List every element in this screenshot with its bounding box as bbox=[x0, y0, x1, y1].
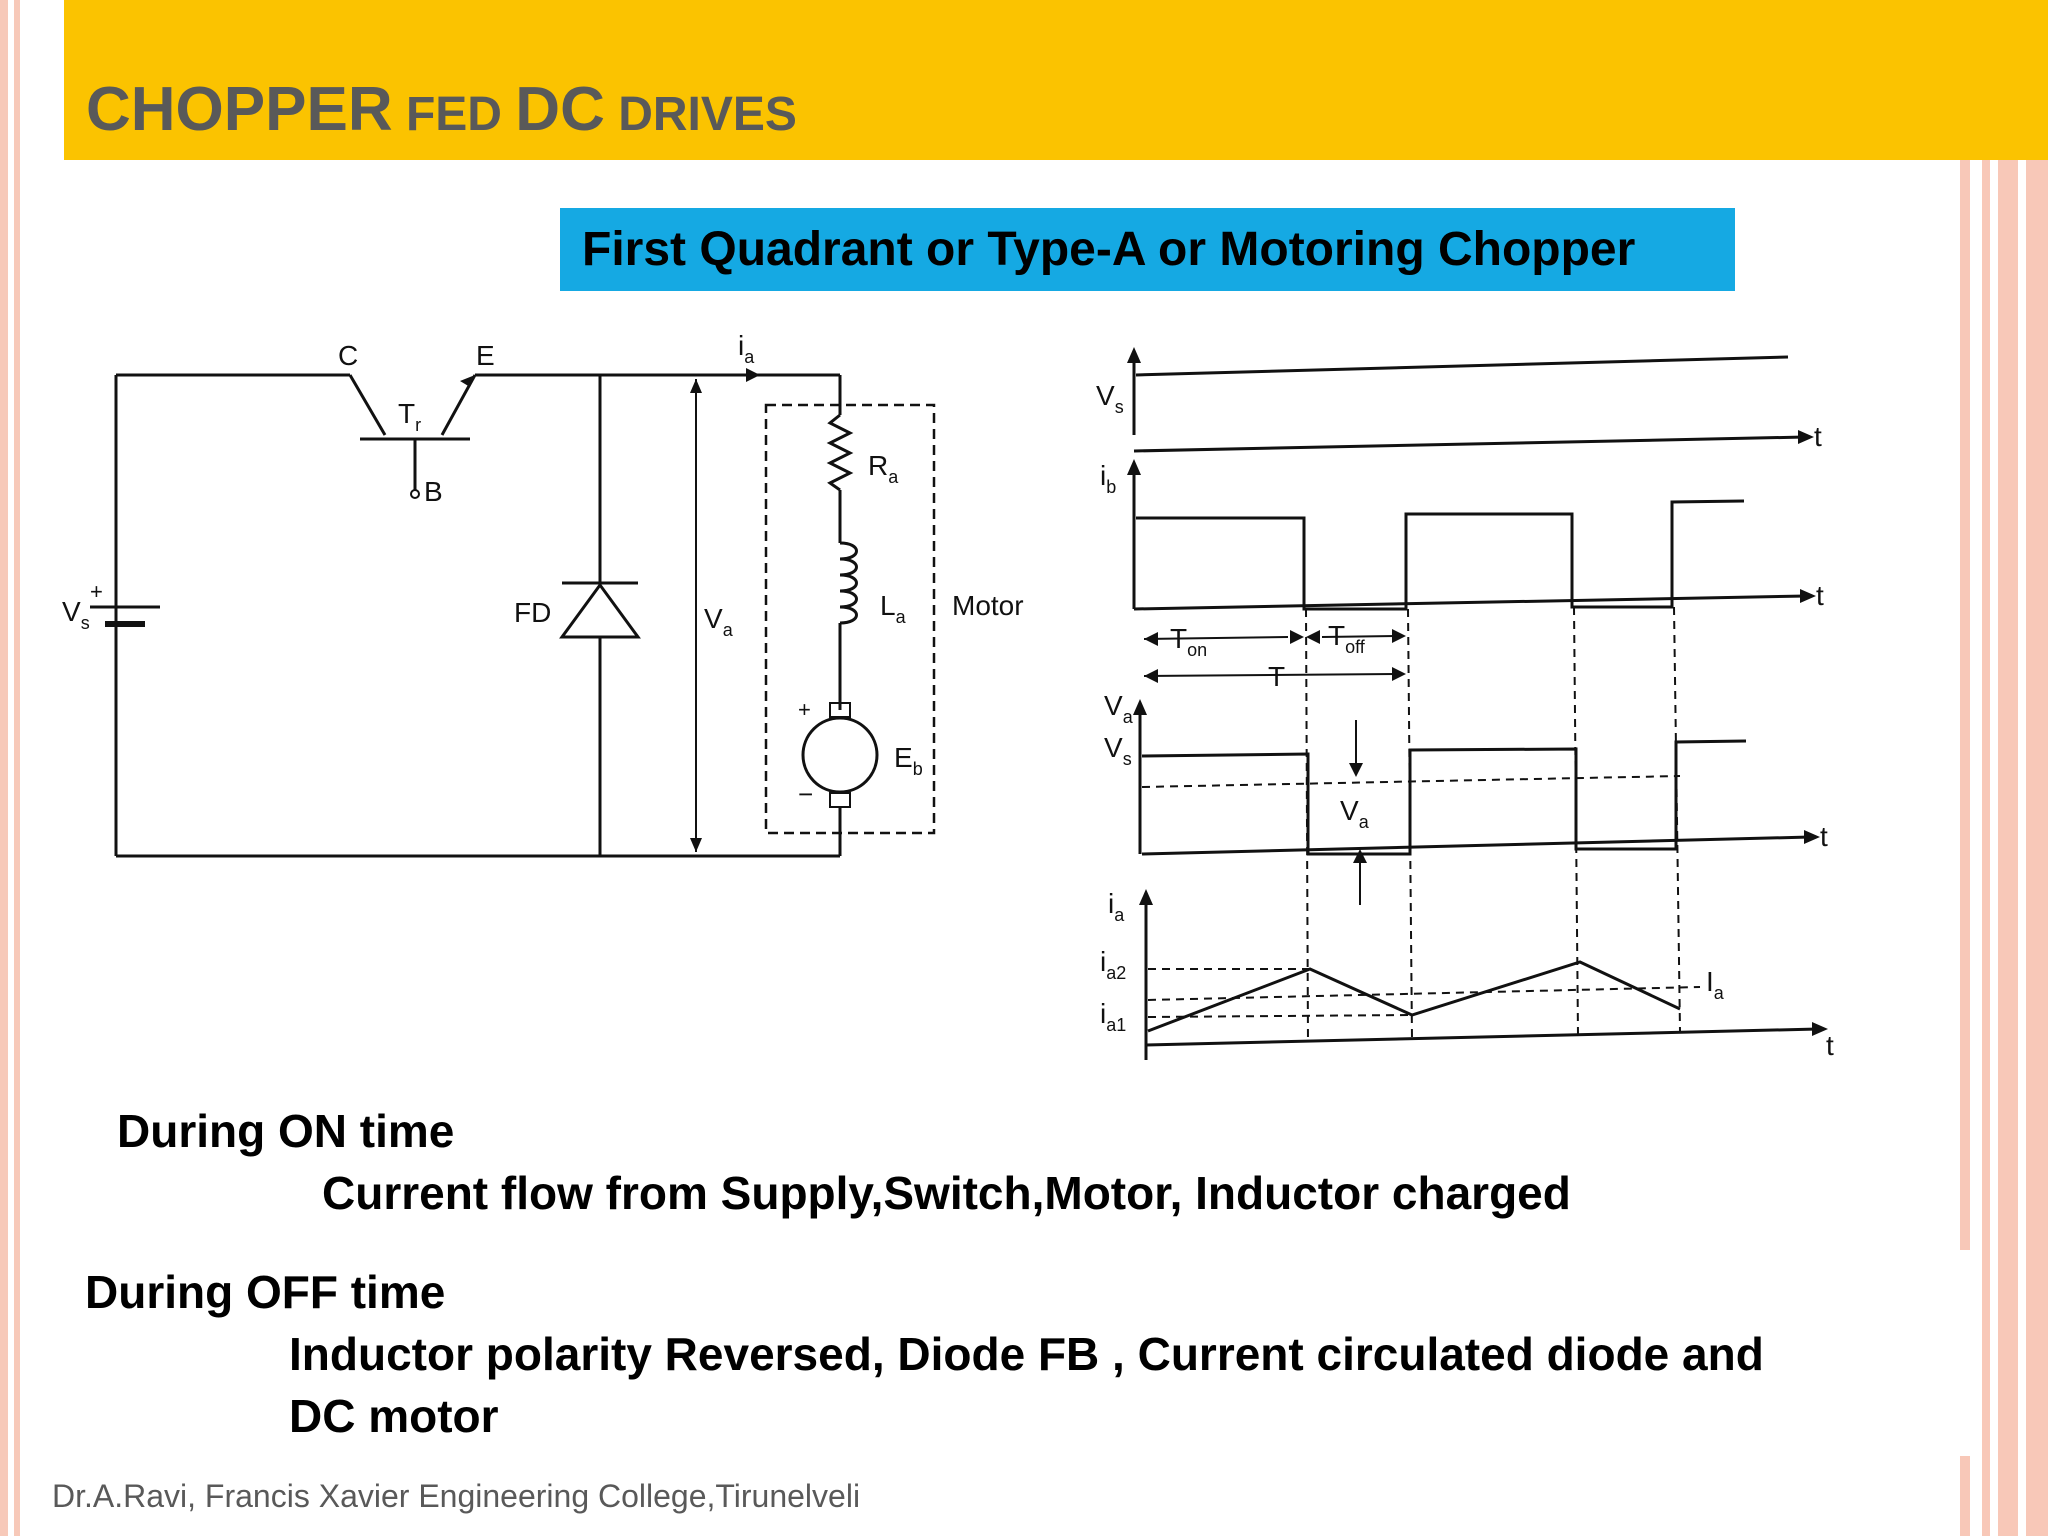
title-bar bbox=[64, 0, 2048, 160]
motor-dashed-box bbox=[764, 403, 936, 835]
guide-period2-end bbox=[1673, 606, 1681, 1032]
va-arrowhead-top bbox=[690, 379, 702, 393]
diode-triangle bbox=[559, 582, 641, 639]
label-transistor: Tr bbox=[398, 398, 421, 435]
va-average-line bbox=[1141, 775, 1681, 788]
guide-period-end bbox=[1407, 608, 1413, 1040]
label-ton: Ton bbox=[1170, 623, 1207, 660]
left-stripe-inner bbox=[14, 0, 20, 1536]
resistor-ra bbox=[826, 413, 854, 492]
circuit-labels: C E Tr B FD Vs + ia Va Ra La Motor Eb + … bbox=[62, 330, 1024, 809]
va-arrowhead-bottom bbox=[690, 838, 702, 852]
label-diode: FD bbox=[514, 597, 551, 628]
label-toff: Toff bbox=[1328, 620, 1366, 657]
circuit-diagram bbox=[90, 373, 936, 858]
label-base: B bbox=[424, 476, 443, 507]
ia1-level bbox=[1147, 1014, 1413, 1018]
label-time-1: t bbox=[1814, 421, 1822, 452]
label-emitter: E bbox=[476, 340, 495, 371]
emitter-arrowhead bbox=[460, 375, 475, 387]
guide-ton-end bbox=[1305, 608, 1309, 1044]
waveform-diagram bbox=[1132, 355, 1819, 1060]
waveform-labels: Vs ib Va Vs Va ia ia2 ia1 Ia Ton Toff T … bbox=[1096, 380, 1834, 1061]
left-stripe-outer bbox=[0, 0, 8, 1536]
label-time-4: t bbox=[1826, 1030, 1834, 1061]
right-stripe-1 bbox=[1960, 160, 1970, 1250]
toff-dim bbox=[1321, 635, 1397, 638]
label-va-axis: Va bbox=[1104, 690, 1134, 727]
label-period: T bbox=[1268, 661, 1285, 692]
label-vs-axis: Vs bbox=[1096, 380, 1124, 417]
label-ia-average: Ia bbox=[1706, 966, 1725, 1003]
collector-lead bbox=[348, 374, 387, 436]
va-time-axis bbox=[1141, 835, 1811, 856]
off-time-text-line1: Inductor polarity Reversed, Diode FB , C… bbox=[289, 1328, 1764, 1380]
off-time-heading: During OFF time bbox=[85, 1266, 446, 1318]
page-title: CHOPPER FED DC DRIVES bbox=[86, 74, 797, 145]
label-motor: Motor bbox=[952, 590, 1024, 621]
base-terminal bbox=[410, 489, 420, 499]
right-stripe-1b bbox=[1960, 1456, 1970, 1536]
label-collector: C bbox=[338, 340, 358, 371]
label-time-2: t bbox=[1816, 580, 1824, 611]
right-stripe-4 bbox=[2026, 160, 2048, 1536]
label-motor-plus: + bbox=[798, 697, 811, 722]
waveform-arrowheads bbox=[1127, 347, 1828, 1036]
title-word-fed: FED bbox=[405, 88, 502, 141]
footer-credit: Dr.A.Ravi, Francis Xavier Engineering Co… bbox=[52, 1478, 861, 1514]
label-ra: Ra bbox=[868, 450, 899, 487]
vs-time-axis bbox=[1133, 435, 1806, 453]
right-stripe-2 bbox=[1982, 160, 1990, 1536]
label-motor-minus: − bbox=[798, 779, 813, 809]
ton-dim bbox=[1143, 636, 1289, 640]
label-supply: Vs bbox=[62, 596, 90, 633]
label-ib-axis: ib bbox=[1100, 460, 1116, 497]
ib-time-axis bbox=[1133, 594, 1807, 611]
circuit-arrowheads bbox=[410, 368, 760, 852]
label-supply-plus: + bbox=[90, 579, 103, 604]
label-ia2: ia2 bbox=[1100, 946, 1126, 983]
motor-brush-bottom bbox=[829, 792, 851, 808]
title-word-drives: DRIVES bbox=[618, 88, 797, 141]
subtitle-box: First Quadrant or Type-A or Motoring Cho… bbox=[560, 208, 1735, 291]
motor-circle bbox=[801, 716, 879, 794]
label-va-average: Va bbox=[1340, 795, 1370, 832]
period-dim bbox=[1143, 673, 1397, 677]
inductor-la bbox=[839, 541, 858, 625]
label-ia1: ia1 bbox=[1100, 998, 1126, 1035]
label-va: Va bbox=[704, 603, 734, 640]
label-la: La bbox=[880, 590, 907, 627]
ia-arrowhead bbox=[746, 368, 760, 382]
label-ia-axis: ia bbox=[1108, 888, 1125, 925]
vs-level bbox=[1135, 355, 1789, 377]
title-word-dc: DC bbox=[515, 75, 605, 144]
label-eb: Eb bbox=[894, 742, 923, 779]
va-waveform bbox=[1141, 739, 1747, 856]
right-stripe-3 bbox=[1998, 160, 2018, 1536]
label-time-3: t bbox=[1820, 821, 1828, 852]
ib-waveform bbox=[1136, 499, 1745, 611]
on-time-heading: During ON time bbox=[117, 1105, 455, 1157]
subtitle: First Quadrant or Type-A or Motoring Cho… bbox=[582, 223, 1636, 276]
on-time-text: Current flow from Supply,Switch,Motor, I… bbox=[322, 1167, 1571, 1219]
ia-time-axis bbox=[1145, 1027, 1819, 1047]
label-vs-level: Vs bbox=[1104, 732, 1132, 769]
title-word-chopper: CHOPPER bbox=[86, 75, 393, 144]
chopper-figure: C E Tr B FD Vs + ia Va Ra La Motor Eb + … bbox=[62, 330, 1834, 1061]
off-time-text-line2: DC motor bbox=[289, 1390, 499, 1442]
guide-ton2-end bbox=[1573, 606, 1579, 1036]
label-ia: ia bbox=[738, 330, 755, 367]
ia-waveform bbox=[1147, 960, 1681, 1033]
